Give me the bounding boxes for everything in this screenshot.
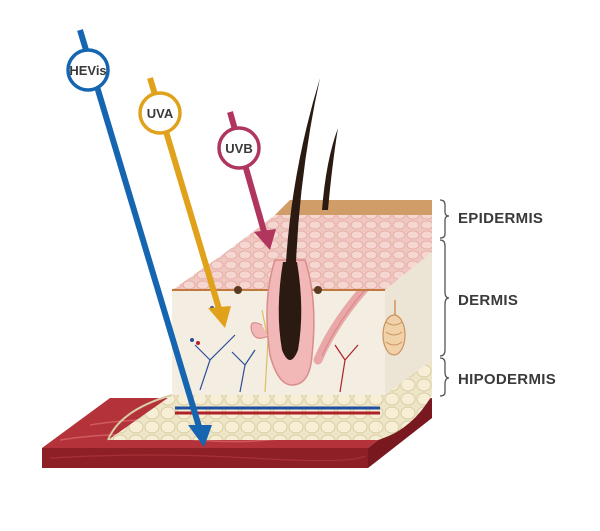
sweat-gland — [382, 300, 406, 356]
layer-brackets — [439, 199, 450, 397]
uvb-arrow — [217, 111, 276, 250]
dermis-label: DERMIS — [458, 292, 518, 309]
hevis-label: HEVis — [69, 63, 106, 78]
uvb-label: UVB — [225, 141, 252, 156]
uva-arrow — [138, 77, 231, 328]
hypodermis-side — [378, 360, 432, 440]
uva-label: UVA — [147, 106, 174, 121]
hair-follicle — [250, 259, 315, 386]
hair-strand-short — [322, 128, 338, 210]
hipodermis-label: HIPODERMIS — [458, 371, 556, 388]
hair-strand-long — [286, 78, 320, 262]
hevis-arrow — [66, 29, 212, 447]
epidermis-label: EPIDERMIS — [458, 210, 543, 227]
